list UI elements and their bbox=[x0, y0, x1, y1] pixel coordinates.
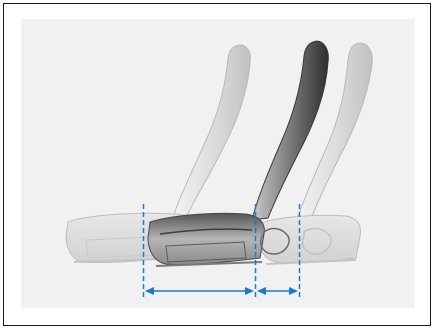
double-arrow-icon bbox=[145, 287, 254, 295]
double-arrow-icon bbox=[257, 287, 298, 295]
